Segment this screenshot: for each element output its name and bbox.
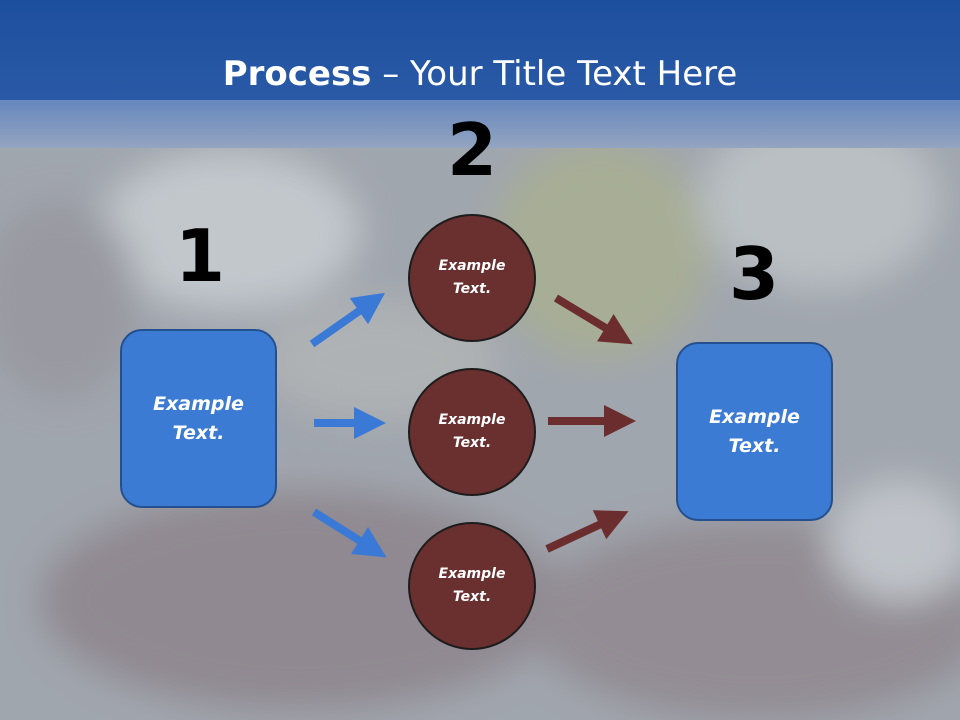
left-box: Example Text. <box>120 329 277 508</box>
circle-bottom: Example Text. <box>408 522 536 650</box>
right-box: Example Text. <box>676 342 833 521</box>
circle-top-text: Example Text. <box>438 258 506 297</box>
circle-middle: Example Text. <box>408 368 536 496</box>
title-bold: Process <box>222 54 372 94</box>
step-number-1: 1 <box>174 214 226 298</box>
title-rest: – Your Title Text Here <box>371 54 738 94</box>
step-number-3: 3 <box>728 232 780 316</box>
circle-bottom-text: Example Text. <box>438 566 506 605</box>
left-box-text: Example Text. <box>153 392 244 444</box>
slide-title: Process – Your Title Text Here <box>0 52 960 96</box>
right-box-text: Example Text. <box>709 405 800 457</box>
circle-middle-text: Example Text. <box>438 412 506 451</box>
circle-top: Example Text. <box>408 214 536 342</box>
step-number-2: 2 <box>446 108 498 192</box>
